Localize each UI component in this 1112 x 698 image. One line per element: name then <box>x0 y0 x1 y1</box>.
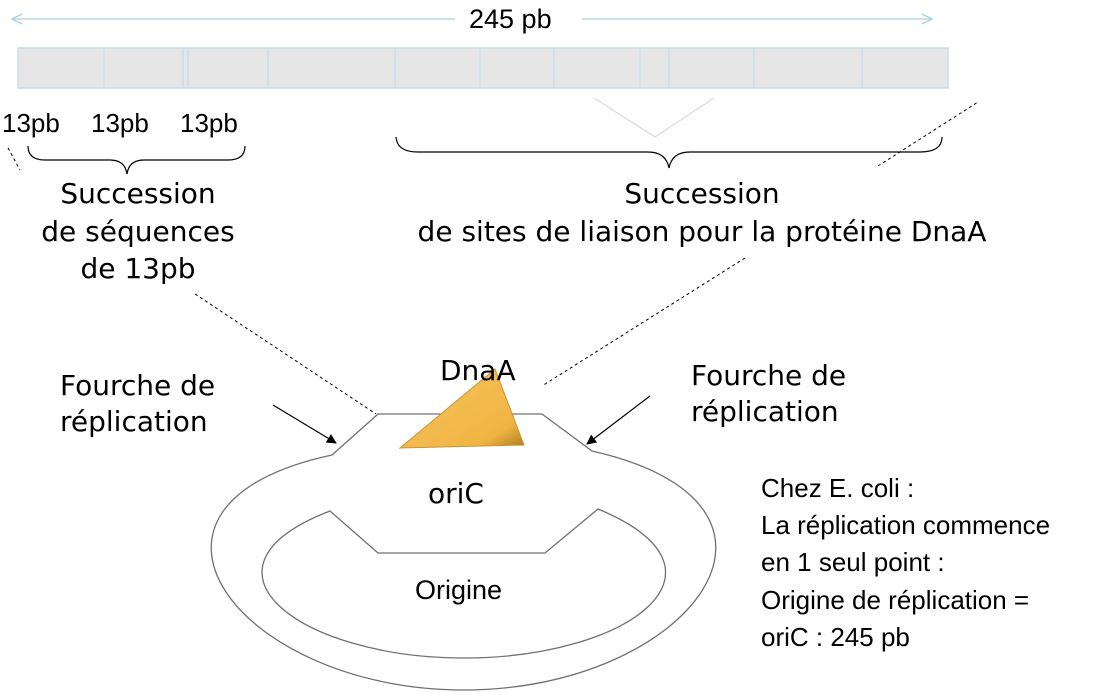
zoom-v-lines <box>593 97 715 138</box>
note-line-1: Chez E. coli : <box>761 473 915 503</box>
scale-label: 245 pb <box>469 4 552 34</box>
left-caption-line-3: de 13pb <box>80 252 196 285</box>
right-caption-line-2: de sites de liaison pour la protéine Dna… <box>417 215 987 248</box>
fork-right-arrow <box>586 395 651 445</box>
left-caption-line-2: de séquences <box>41 215 235 248</box>
oric-label: oriC <box>428 477 484 510</box>
dnaa-label: DnaA <box>440 354 516 387</box>
plasmid-inner-ring <box>261 508 667 659</box>
left-brace <box>27 145 246 175</box>
note-line-3: en 1 seul point : <box>761 547 945 577</box>
repeat-label-2: 13pb <box>91 108 149 138</box>
fork-right-line-1: Fourche de <box>691 359 847 392</box>
right-brace <box>395 136 943 169</box>
dnaa-protein-shape <box>398 368 525 449</box>
fork-left-line-1: Fourche de <box>60 369 216 402</box>
fork-left-arrow <box>272 404 337 444</box>
repeat-label-1: 13pb <box>2 108 60 138</box>
right-caption-line-1: Succession <box>624 177 780 210</box>
fork-right-line-2: réplication <box>691 395 839 428</box>
left-caption-line-1: Succession <box>60 177 216 210</box>
fork-left-line-2: réplication <box>60 405 208 438</box>
dashed-guides <box>7 101 979 415</box>
note-line-5: oriC : 245 pb <box>761 622 910 652</box>
sequence-bar <box>17 47 949 89</box>
scale-arrow <box>10 13 934 25</box>
note-line-4: Origine de réplication = <box>761 585 1030 615</box>
note-line-2: La réplication commence <box>761 510 1051 540</box>
origin-label: Origine <box>415 575 503 605</box>
plasmid-outer-ring <box>210 413 717 691</box>
repeat-label-3: 13pb <box>180 108 238 138</box>
